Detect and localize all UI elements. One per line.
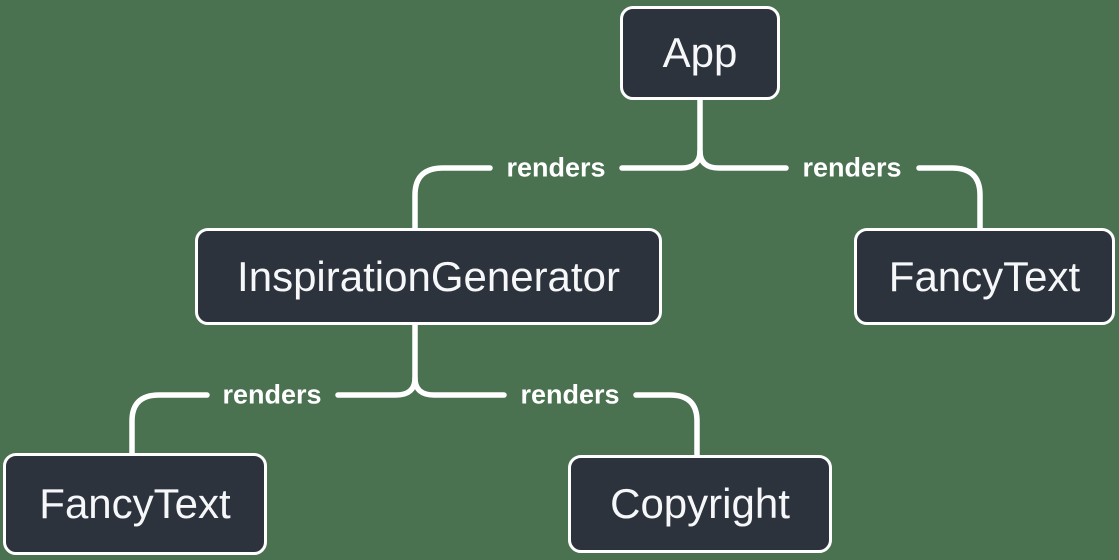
edge-label-renders-inspirationgenerator-copyright: renders xyxy=(520,379,620,410)
node-fancy-text-top: FancyText xyxy=(854,228,1115,325)
edge-label-renders-inspirationgenerator-fancytext: renders xyxy=(222,379,322,410)
node-inspiration-generator-label: InspirationGenerator xyxy=(237,252,620,300)
node-fancy-text-bottom-label: FancyText xyxy=(39,480,231,527)
edge-app-to-fancytext xyxy=(697,148,983,231)
node-app: App xyxy=(620,6,780,100)
node-copyright: Copyright xyxy=(568,455,832,553)
edge-label-renders-app-fancytext: renders xyxy=(802,152,902,183)
node-fancy-text-bottom: FancyText xyxy=(3,453,267,555)
node-inspiration-generator: InspirationGenerator xyxy=(195,228,662,325)
edge-label-renders-app-inspirationgenerator: renders xyxy=(506,152,606,183)
node-fancy-text-top-label: FancyText xyxy=(888,252,1081,300)
node-app-label: App xyxy=(662,29,738,76)
node-copyright-label: Copyright xyxy=(610,480,790,527)
edge-inspirationgenerator-to-copyright xyxy=(412,375,700,458)
